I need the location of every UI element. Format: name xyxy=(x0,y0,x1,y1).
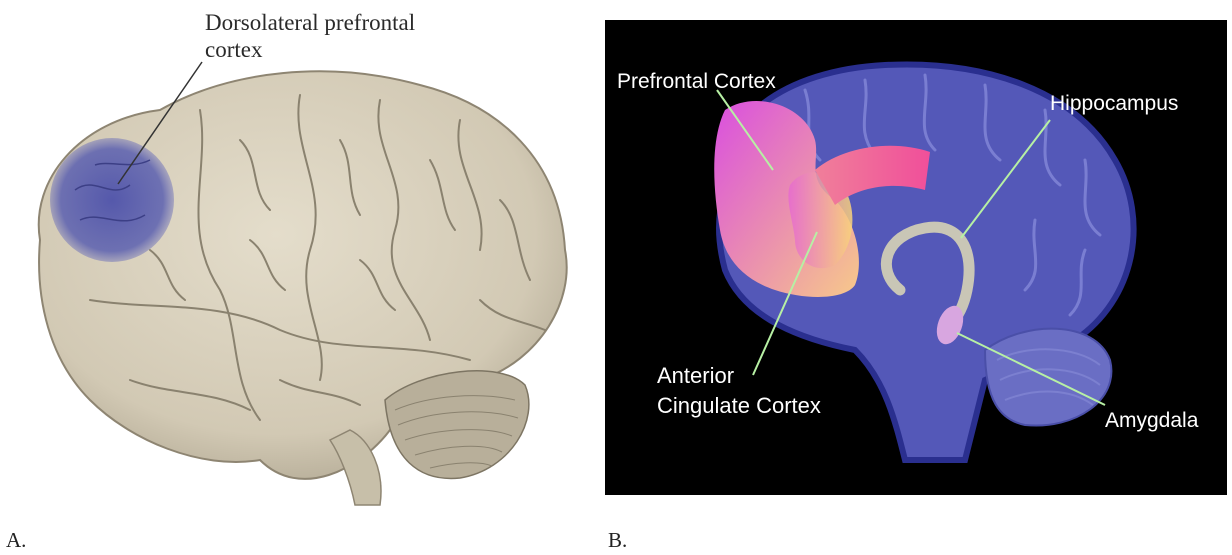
caption-b: B. xyxy=(608,528,627,553)
acc-label-line2: Cingulate Cortex xyxy=(657,393,821,418)
lateral-brain-illustration: Dorsolateral prefrontal cortex xyxy=(0,0,590,520)
acc-label-line1: Anterior xyxy=(657,363,734,388)
midsagittal-brain-diagram: Prefrontal Cortex Hippocampus Anterior C… xyxy=(605,20,1227,495)
panel-a-lateral-brain: Dorsolateral prefrontal cortex xyxy=(0,0,590,520)
hippocampus-label: Hippocampus xyxy=(1050,92,1178,115)
cerebellum xyxy=(385,371,529,479)
dlpfc-highlight xyxy=(50,138,174,262)
panel-b-midsagittal-brain: Prefrontal Cortex Hippocampus Anterior C… xyxy=(605,20,1227,495)
caption-a: A. xyxy=(6,528,26,553)
amygdala-label: Amygdala xyxy=(1105,409,1199,432)
dlpfc-label-line2: cortex xyxy=(205,37,263,62)
dlpfc-label-line1: Dorsolateral prefrontal xyxy=(205,10,415,35)
prefrontal-cortex-label: Prefrontal Cortex xyxy=(617,70,776,93)
